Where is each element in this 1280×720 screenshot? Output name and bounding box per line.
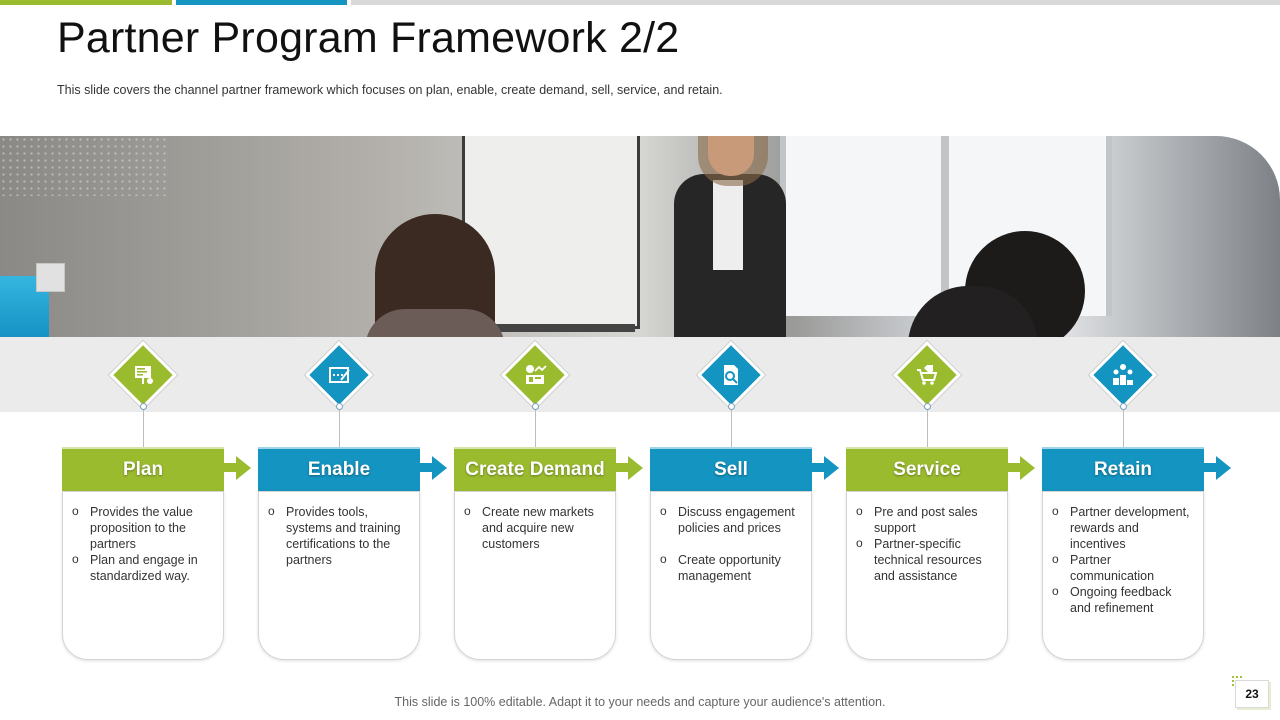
connector-dot [139, 403, 147, 410]
shopping-cart-tag-icon [906, 354, 948, 396]
top-accent-bar [0, 0, 1280, 5]
step-icon-diamond-3 [505, 345, 565, 405]
step-bullet: Create new markets and acquire new custo… [464, 503, 607, 552]
step-header-enable: Enable [258, 447, 420, 491]
photo-presenter [668, 136, 788, 337]
step-card-retain: Partner development, rewards and incenti… [1042, 491, 1204, 660]
podium-rewards-icon [1102, 354, 1144, 396]
step-bullet: Partner communication [1052, 551, 1195, 584]
step-header-plan: Plan [62, 447, 224, 491]
top-accent-green [0, 0, 172, 5]
step-icon-diamond-1 [113, 345, 173, 405]
step-card-create-demand: Create new markets and acquire new custo… [454, 491, 616, 660]
checklist-pen-icon [318, 354, 360, 396]
step-bullet-list: Partner development, rewards and incenti… [1043, 492, 1203, 616]
connector-line [927, 410, 928, 447]
step-bullet: Create opportunity management [660, 551, 803, 584]
connector-line [339, 410, 340, 447]
connector-dot [1119, 403, 1127, 410]
connector-line [1123, 410, 1124, 447]
photo-seated-person [365, 214, 505, 337]
step-bullet: Pre and post sales support [856, 503, 999, 536]
top-accent-blue [176, 0, 347, 5]
connector-dot [531, 403, 539, 410]
connector-dot [335, 403, 343, 410]
market-growth-icon [514, 354, 556, 396]
step-bullet-list: Pre and post sales supportPartner-specif… [847, 492, 1007, 584]
connector-line [731, 410, 732, 447]
step-header-sell: Sell [650, 447, 812, 491]
page-number-decor [1232, 676, 1242, 686]
step-header-create-demand: Create Demand [454, 447, 616, 491]
step-header-service: Service [846, 447, 1008, 491]
step-card-plan: Provides the value proposition to the pa… [62, 491, 224, 660]
meeting-photo [0, 136, 1280, 337]
connector-dot [923, 403, 931, 410]
icon-band [0, 337, 1280, 412]
step-bullet: Plan and engage in standardized way. [72, 551, 215, 584]
step-bullet-list: Provides tools, systems and training cer… [259, 492, 419, 568]
step-bullet: Partner development, rewards and incenti… [1052, 503, 1195, 552]
strategy-board-icon [122, 354, 164, 396]
step-card-enable: Provides tools, systems and training cer… [258, 491, 420, 660]
dot-pattern [0, 136, 170, 196]
slide-title: Partner Program Framework 2/2 [57, 14, 680, 62]
step-card-service: Pre and post sales supportPartner-specif… [846, 491, 1008, 660]
step-bullet: Provides the value proposition to the pa… [72, 503, 215, 552]
photo-window [780, 136, 1112, 316]
connector-line [143, 410, 144, 447]
slide-subtitle: This slide covers the channel partner fr… [57, 83, 723, 97]
connector-line [535, 410, 536, 447]
step-bullet: Partner-specific technical resources and… [856, 535, 999, 584]
footer-note: This slide is 100% editable. Adapt it to… [394, 695, 886, 709]
step-bullet-list: Create new markets and acquire new custo… [455, 492, 615, 552]
step-icon-diamond-4 [701, 345, 761, 405]
step-bullet: Provides tools, systems and training cer… [268, 503, 411, 568]
step-icon-diamond-5 [897, 345, 957, 405]
connector-dot [727, 403, 735, 410]
step-card-sell: Discuss engagement policies and pricesCr… [650, 491, 812, 660]
step-bullet: Discuss engagement policies and prices [660, 503, 803, 536]
step-icon-diamond-6 [1093, 345, 1153, 405]
top-accent-grey [351, 0, 1280, 5]
step-bullet: Ongoing feedback and refinement [1052, 583, 1195, 616]
document-search-icon [710, 354, 752, 396]
step-bullet-list: Discuss engagement policies and pricesCr… [651, 492, 811, 584]
step-bullet-list: Provides the value proposition to the pa… [63, 492, 223, 584]
decor-grey-square [36, 263, 65, 292]
page-number: 23 [1235, 680, 1269, 708]
step-header-retain: Retain [1042, 447, 1204, 491]
step-icon-diamond-2 [309, 345, 369, 405]
